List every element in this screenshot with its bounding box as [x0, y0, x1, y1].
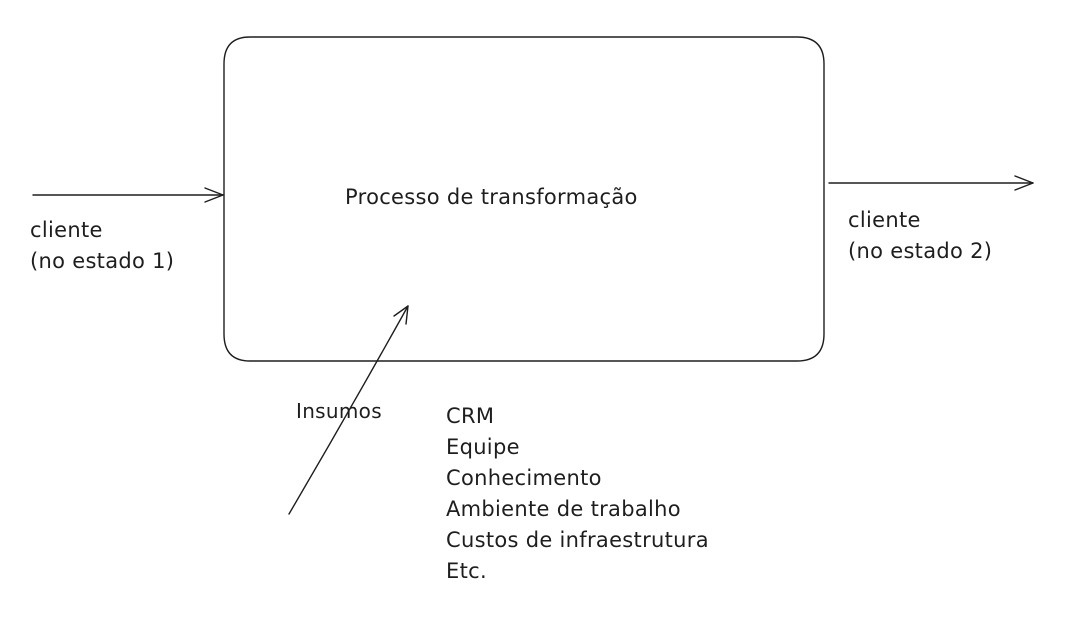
resource-item: Custos de infraestrutura [446, 528, 709, 552]
input-arrow [32, 187, 224, 203]
insumos-label: Insumos [296, 399, 382, 423]
resource-item: CRM [446, 404, 495, 428]
insumos-arrow [288, 305, 409, 515]
process-box [223, 36, 825, 362]
input-client-line1: cliente [30, 218, 103, 242]
resource-item: Conhecimento [446, 466, 602, 490]
output-client-line1: cliente [848, 208, 921, 232]
output-client-line2: (no estado 2) [848, 239, 993, 263]
output-client-label: cliente (no estado 2) [848, 205, 992, 267]
output-arrow [828, 175, 1034, 191]
input-client-label: cliente (no estado 1) [30, 215, 174, 277]
resources-list: CRM Equipe Conhecimento Ambiente de trab… [446, 401, 709, 587]
input-client-line2: (no estado 1) [30, 249, 175, 273]
resource-item: Etc. [446, 559, 487, 583]
process-title: Processo de transformação [345, 185, 638, 209]
resource-item: Equipe [446, 435, 520, 459]
resource-item: Ambiente de trabalho [446, 497, 681, 521]
